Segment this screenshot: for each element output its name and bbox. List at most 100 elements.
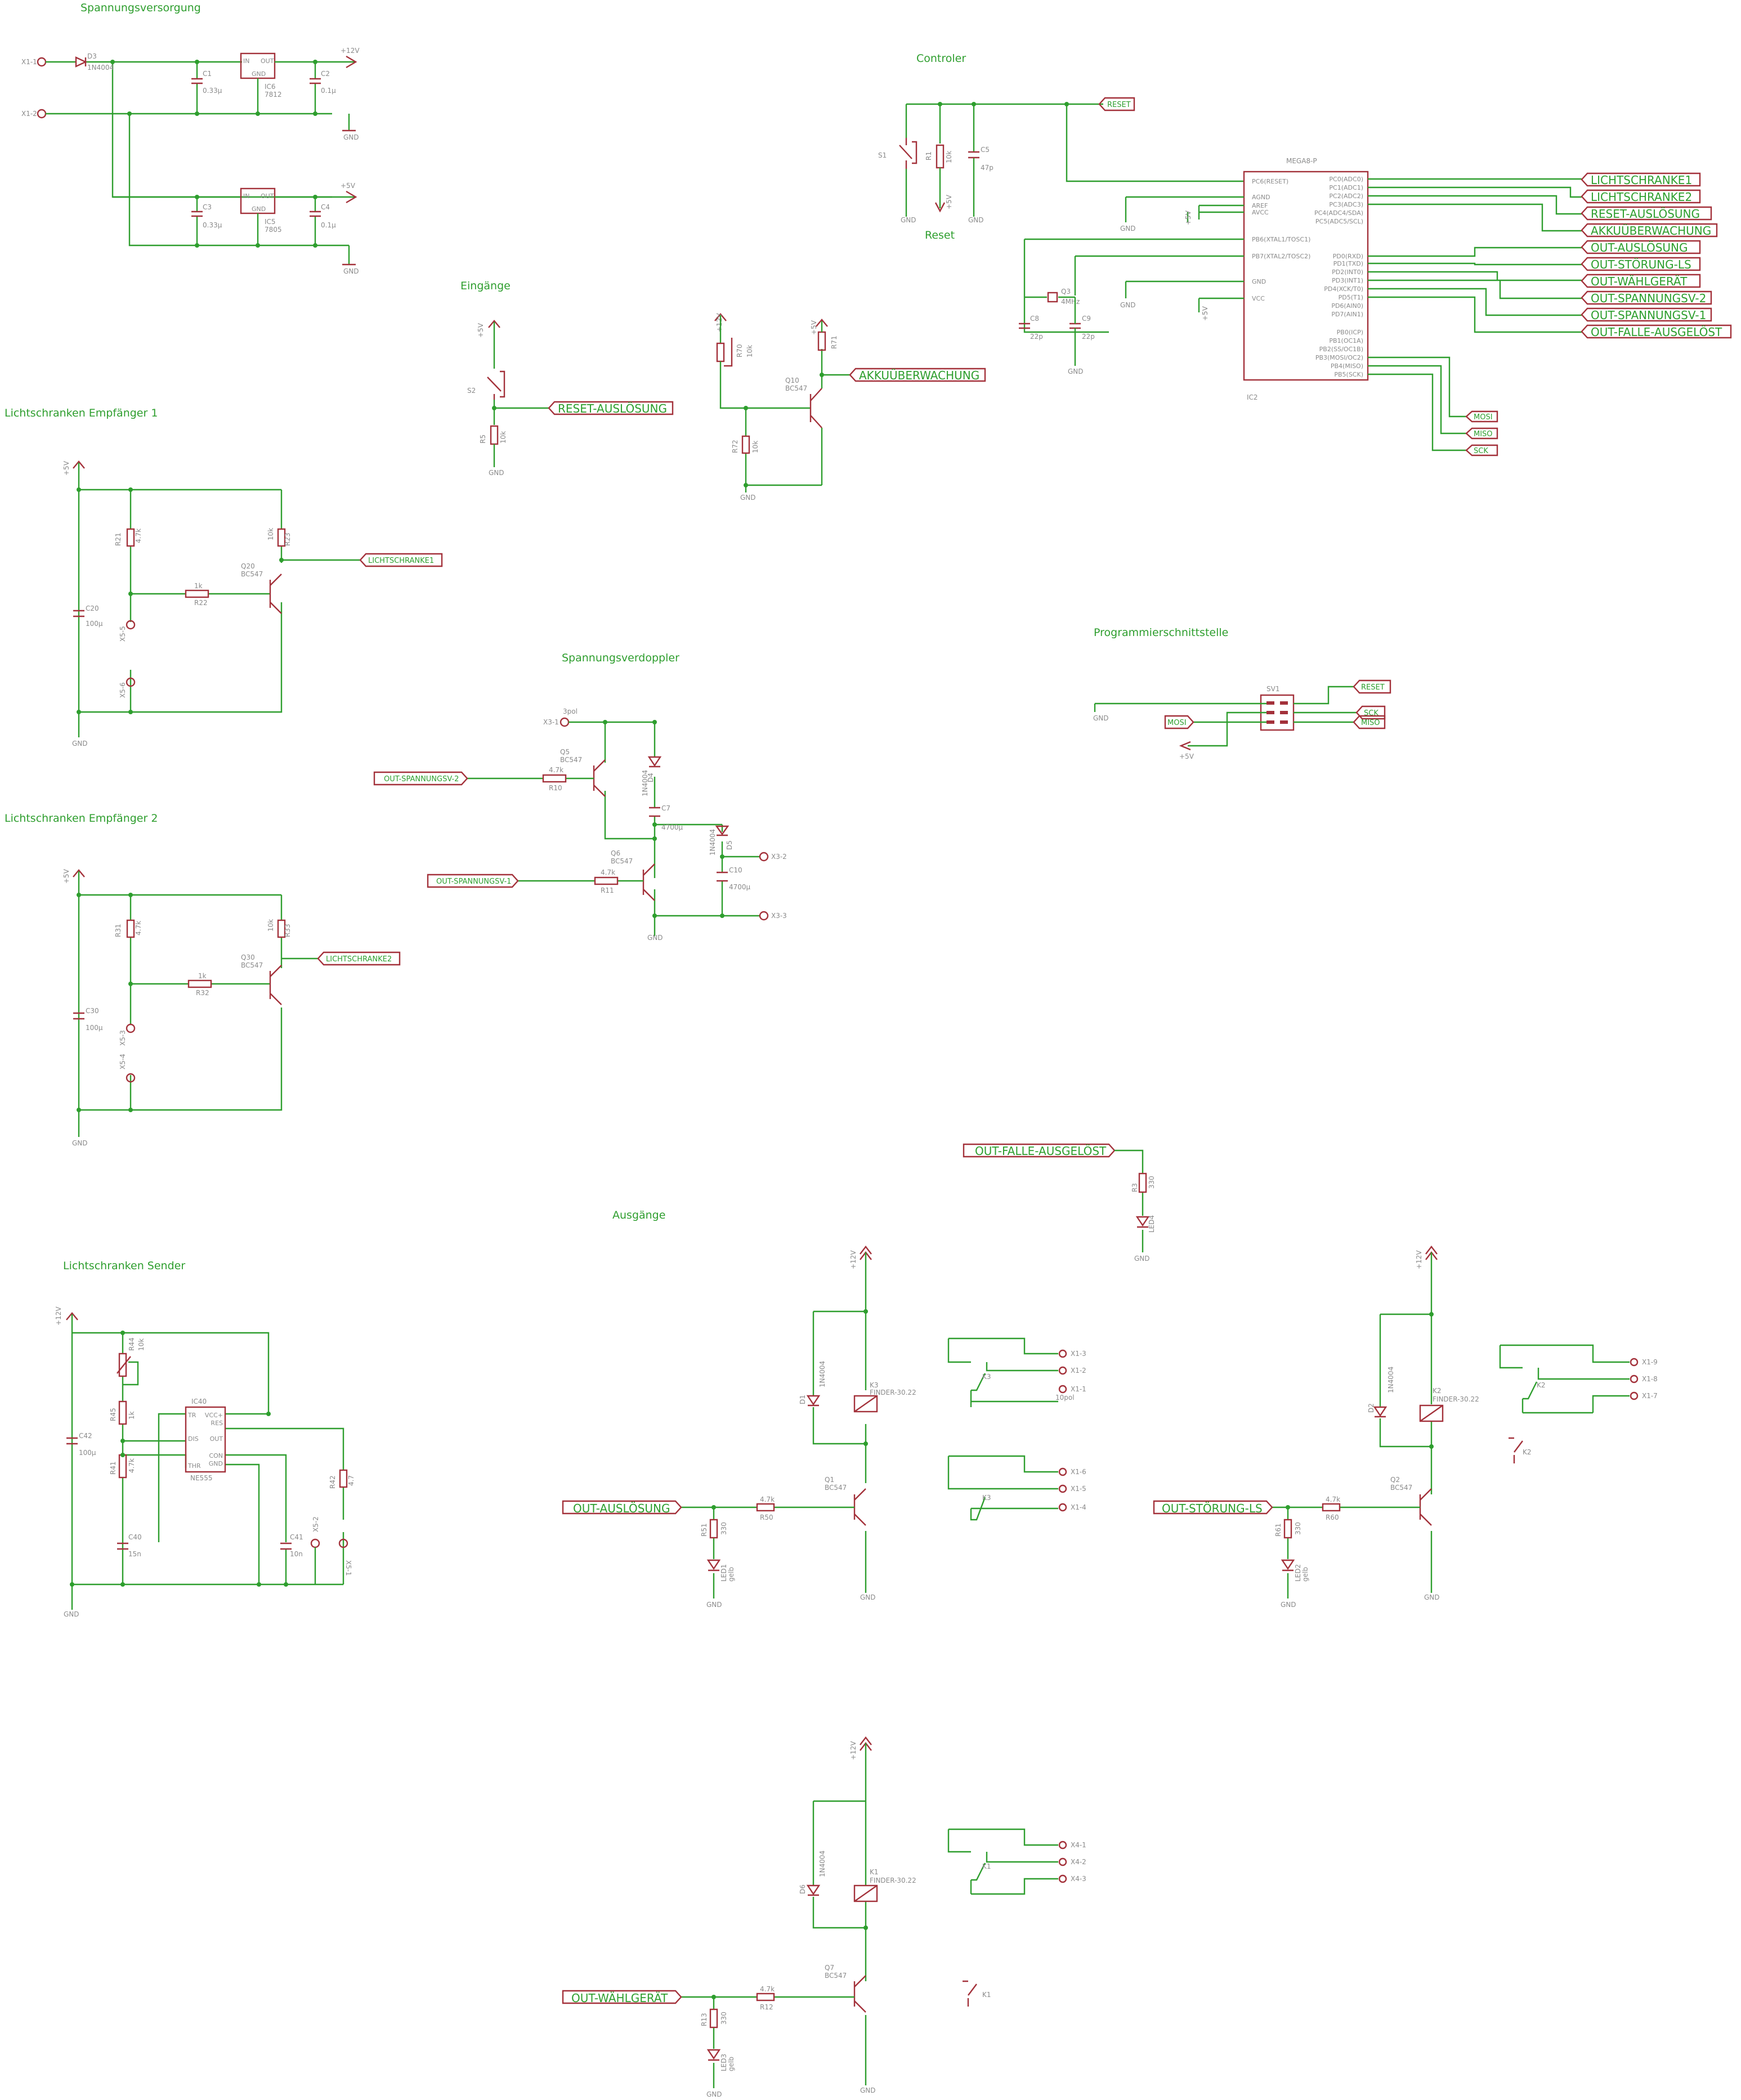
- svg-text:R11: R11: [601, 886, 614, 894]
- ic2-pin-left: VCC: [1252, 295, 1265, 302]
- svg-text:4.7k: 4.7k: [1326, 1495, 1340, 1503]
- svg-text:X3-1: X3-1: [543, 718, 559, 726]
- svg-text:SCK: SCK: [1474, 447, 1488, 455]
- svg-text:GND: GND: [252, 70, 266, 78]
- svg-text:+12V: +12V: [849, 1250, 857, 1269]
- svg-text:X1-2: X1-2: [1071, 1367, 1086, 1374]
- svg-text:OUT-AUSLÖSUNG: OUT-AUSLÖSUNG: [573, 1502, 670, 1515]
- svg-text:K1: K1: [982, 1862, 991, 1870]
- svg-text:+5V: +5V: [62, 460, 70, 476]
- svg-text:GND: GND: [968, 216, 984, 224]
- svg-text:+12V: +12V: [715, 313, 723, 332]
- output-ausloesung-block: +12V D1 1N4004 K3 FINDER-30.22 Q1 BC547 …: [562, 1246, 1086, 1609]
- terminal-x5-2[interactable]: [310, 1538, 320, 1548]
- svg-text:BC547: BC547: [241, 570, 263, 578]
- svg-text:K2: K2: [1523, 1448, 1532, 1456]
- port-reset-isp: RESET: [1353, 679, 1391, 694]
- svg-text:R5: R5: [479, 435, 487, 444]
- svg-text:S1: S1: [878, 151, 887, 159]
- svg-text:Q5: Q5: [560, 748, 570, 756]
- terminal-x3-1[interactable]: [560, 717, 570, 727]
- port-lichtschranke2-rx: LICHTSCHRANKE2: [317, 951, 401, 966]
- svg-text:R3: R3: [1131, 1183, 1139, 1192]
- svg-text:Q30: Q30: [241, 953, 255, 961]
- svg-text:LICHTSCHRANKE2: LICHTSCHRANKE2: [326, 955, 392, 964]
- terminal-x5-6[interactable]: [126, 677, 136, 687]
- svg-text:X1-5: X1-5: [1071, 1485, 1086, 1493]
- svg-text:C42: C42: [79, 1432, 92, 1440]
- svg-text:Q10: Q10: [785, 377, 799, 384]
- svg-text:10pol: 10pol: [1055, 1394, 1075, 1402]
- svg-text:C3: C3: [203, 203, 212, 211]
- port-out-spannungsv1-doubler: OUT-SPANNUNGSV-1: [427, 874, 519, 888]
- terminal-x3-3[interactable]: [759, 911, 769, 921]
- svg-text:IC5: IC5: [265, 218, 276, 226]
- ic2-pin-left: AVCC: [1252, 209, 1269, 216]
- svg-text:1N4004: 1N4004: [709, 829, 717, 856]
- svg-text:10n: 10n: [290, 1550, 303, 1558]
- ic2-pin-right: PB4(MISO): [1331, 362, 1363, 370]
- svg-text:R45: R45: [109, 1408, 117, 1421]
- port-reset-ausloesung: RESET-AUSLÖSUNG: [1581, 206, 1712, 221]
- title-outputs: Ausgänge: [612, 1209, 665, 1221]
- svg-text:4.7k: 4.7k: [135, 921, 142, 935]
- port-out-spannungsv2-doubler: OUT-SPANNUNGSV-2: [373, 771, 468, 786]
- svg-text:GND: GND: [901, 216, 916, 224]
- svg-text:10k: 10k: [499, 431, 507, 444]
- svg-text:10k: 10k: [267, 919, 275, 932]
- svg-text:R1: R1: [925, 151, 933, 160]
- svg-text:330: 330: [1148, 1176, 1156, 1189]
- svg-text:GND: GND: [343, 267, 359, 275]
- svg-text:SV1: SV1: [1266, 685, 1279, 693]
- svg-text:Q3: Q3: [1061, 288, 1071, 295]
- port-lichtschranke2: LICHTSCHRANKE2: [1581, 189, 1701, 204]
- svg-text:10k: 10k: [746, 345, 754, 357]
- ic2-pin-right: PC5(ADC5/SCL): [1315, 218, 1363, 225]
- terminal-x5-4[interactable]: [126, 1073, 136, 1083]
- svg-text:GND: GND: [1120, 301, 1136, 309]
- svg-text:R33: R33: [284, 924, 292, 937]
- terminal-x3-2[interactable]: [759, 852, 769, 862]
- ic2-pin-left: PB6(XTAL1/TOSC1): [1252, 236, 1310, 243]
- ic2-pin-left: PC6(RESET): [1252, 178, 1288, 185]
- receiver1-block: +5V R21 4.7k R23 10k 1k R22 Q20 BC547 C2…: [62, 460, 443, 747]
- svg-text:C40: C40: [128, 1533, 142, 1541]
- port-out-stoerung-ls: OUT-STÖRUNG-LS: [1581, 257, 1701, 271]
- svg-text:0.33µ: 0.33µ: [203, 87, 222, 95]
- svg-text:1k: 1k: [194, 582, 203, 590]
- svg-text:C8: C8: [1030, 315, 1039, 323]
- port-sck-isp: SCK: [1355, 705, 1386, 720]
- svg-text:1N4004: 1N4004: [1387, 1367, 1395, 1393]
- svg-text:gelb: gelb: [727, 2057, 735, 2071]
- svg-text:IC2: IC2: [1247, 393, 1258, 401]
- terminal-x5-1[interactable]: [338, 1538, 348, 1548]
- port-out-ausloesung-output: OUT-AUSLÖSUNG: [562, 1500, 682, 1515]
- terminal-x1-1[interactable]: [37, 57, 47, 67]
- terminal-x5-5[interactable]: [126, 620, 136, 630]
- timer-ic40: [185, 1406, 226, 1473]
- svg-text:LED4: LED4: [1148, 1215, 1156, 1233]
- svg-text:K2: K2: [1537, 1381, 1546, 1389]
- svg-text:OUT-FALLE-AUSGELÖST: OUT-FALLE-AUSGELÖST: [975, 1144, 1107, 1158]
- svg-text:C30: C30: [86, 1007, 99, 1015]
- svg-text:100µ: 100µ: [86, 1024, 103, 1032]
- terminal-x5-3[interactable]: [126, 1023, 136, 1033]
- svg-text:GND: GND: [1120, 225, 1136, 232]
- svg-text:4700µ: 4700µ: [729, 883, 751, 891]
- title-doubler: Spannungsverdoppler: [562, 652, 679, 664]
- doubler-block: X3-1 3pol D4 1N4004 C7 4700µ D5 1N4004 C…: [373, 708, 787, 942]
- svg-text:C9: C9: [1082, 315, 1091, 323]
- svg-text:15n: 15n: [128, 1550, 141, 1558]
- controller-block: RESET S1 GND R1 10k +5V C5 47p GND MEGA8…: [878, 97, 1732, 456]
- svg-text:Q2: Q2: [1390, 1476, 1400, 1484]
- svg-text:X1-6: X1-6: [1071, 1468, 1086, 1476]
- svg-text:LED3: LED3: [720, 2054, 728, 2071]
- svg-text:X5-4: X5-4: [119, 1054, 127, 1069]
- svg-text:X4-1: X4-1: [1071, 1841, 1086, 1849]
- svg-text:GND: GND: [1281, 1601, 1296, 1609]
- svg-text:OUT-SPANNUNGSV-2: OUT-SPANNUNGSV-2: [384, 775, 459, 783]
- svg-text:BC547: BC547: [825, 1972, 847, 1980]
- terminal-x1-2[interactable]: [37, 109, 47, 119]
- title-controller: Controler: [916, 52, 966, 65]
- svg-text:X4-2: X4-2: [1071, 1858, 1086, 1866]
